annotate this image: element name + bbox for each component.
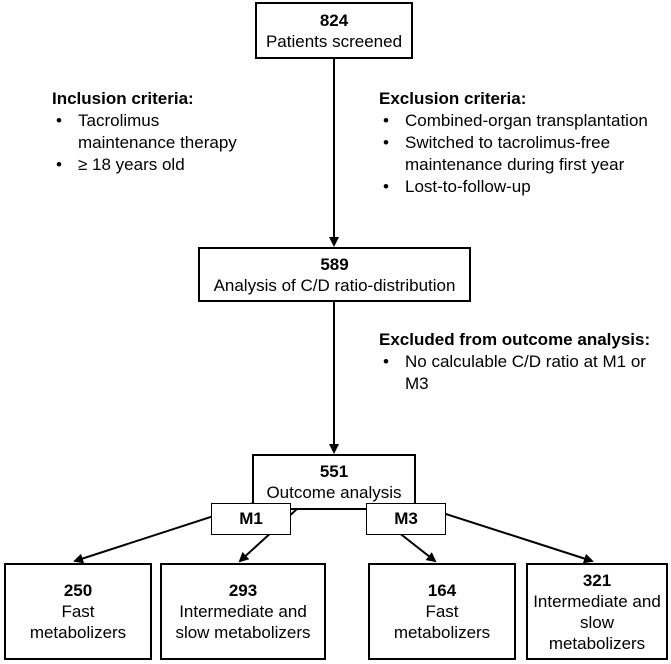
excluded-outcome-criteria: Excluded from outcome analysis: No calcu… [379,329,669,395]
exclusion-item: Switched to tacrolimus-free maintenance … [379,132,671,176]
outcome-label: Outcome analysis [266,483,402,502]
m1-fast-count: 250 [63,581,93,600]
m3-label: M3 [366,503,446,535]
m3-fast-count: 164 [427,581,457,600]
m1-intermediate-slow-count: 293 [228,581,258,600]
inclusion-item: ≥ 18 years old [52,154,312,176]
cd-distribution-count: 589 [320,254,349,274]
exclusion-criteria: Exclusion criteria: Combined-organ trans… [379,88,669,198]
cd-distribution-label: Analysis of C/D ratio-distribution [213,275,456,295]
inclusion-item: Tacrolimus maintenance therapy [52,110,258,154]
m3-fast-box: 164 Fast metabolizers [368,563,516,660]
excluded-outcome-title: Excluded from outcome analysis: [379,330,651,349]
m1-fast-box: 250 Fast metabolizers [4,563,152,660]
inclusion-criteria: Inclusion criteria: Tacrolimus maintenan… [52,88,312,176]
screened-box: 824 Patients screened [255,2,413,59]
m1-fast-label: Fast metabolizers [29,602,127,642]
m3-intermediate-slow-count: 321 [582,570,612,590]
cd-distribution-box: 589 Analysis of C/D ratio-distribution [198,247,471,302]
exclusion-title: Exclusion criteria: [379,89,527,108]
m3-fast-label: Fast metabolizers [393,602,491,642]
m1-intermediate-slow-box: 293 Intermediate and slow metabolizers [160,563,326,660]
screened-count: 824 [319,10,349,30]
excluded-outcome-item: No calculable C/D ratio at M1 or M3 [379,351,671,395]
exclusion-item: Combined-organ transplantation [379,110,669,132]
exclusion-item: Lost-to-follow-up [379,176,669,198]
inclusion-title: Inclusion criteria: [52,89,194,108]
m1-label: M1 [211,503,291,535]
m3-intermediate-slow-label: Intermediate and slow metabolizers [533,591,661,653]
screened-label: Patients screened [265,31,403,51]
outcome-count: 551 [319,462,349,481]
outcome-box: 551 Outcome analysis [252,454,416,510]
m3-intermediate-slow-box: 321 Intermediate and slow metabolizers [526,563,668,660]
m1-intermediate-slow-label: Intermediate and slow metabolizers [175,602,311,642]
